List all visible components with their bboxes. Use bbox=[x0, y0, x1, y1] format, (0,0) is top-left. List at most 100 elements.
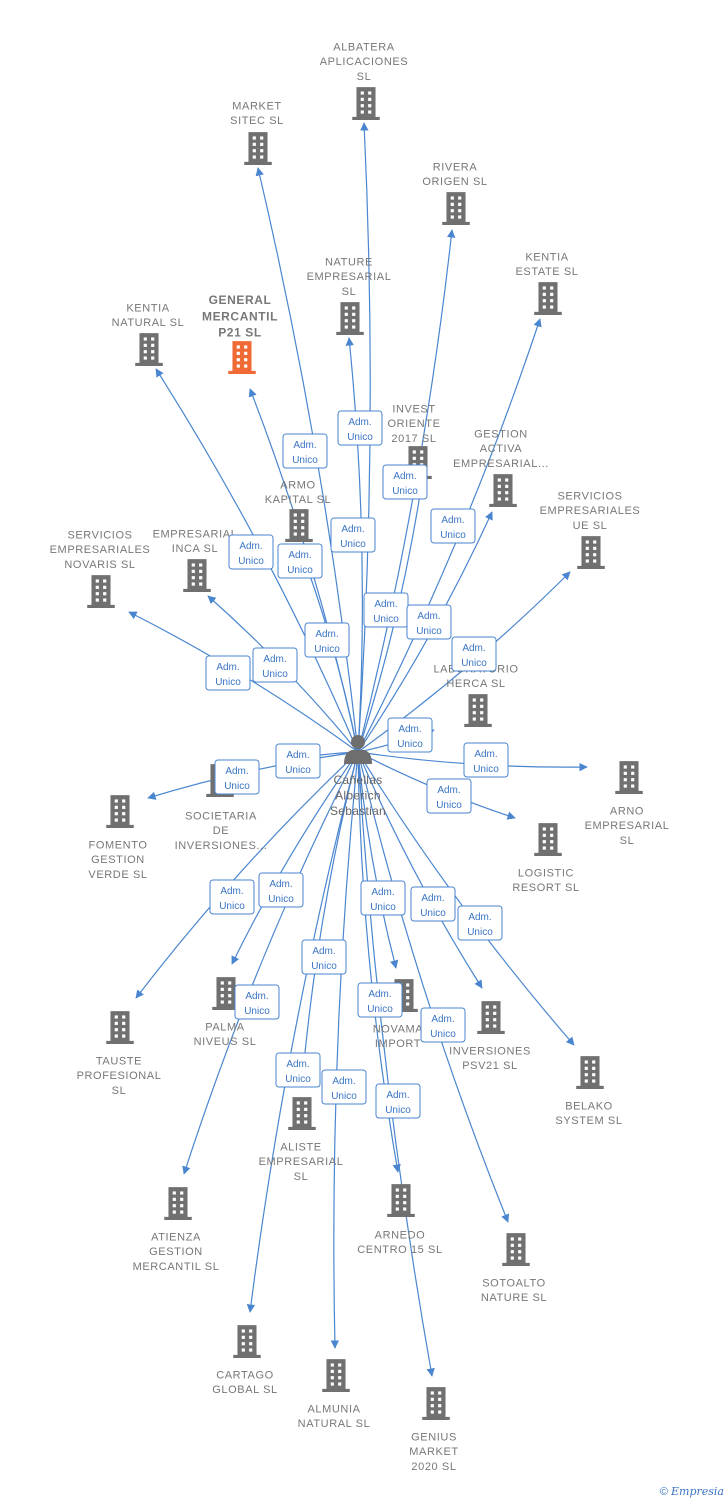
svg-text:Adm.: Adm. bbox=[341, 524, 364, 535]
svg-text:Adm.: Adm. bbox=[245, 991, 268, 1002]
edge-belako bbox=[357, 751, 575, 1046]
role-badge[interactable]: Adm.Unico bbox=[205, 655, 251, 691]
role-badge[interactable]: Adm.Unico bbox=[363, 592, 409, 628]
role-badge[interactable]: Adm.Unico bbox=[430, 508, 476, 544]
empresia-logo[interactable]: Empresia bbox=[671, 1485, 724, 1498]
role-badge[interactable]: Adm. Unico bbox=[330, 517, 376, 553]
role-badge[interactable]: Adm.Unico bbox=[426, 778, 472, 814]
role-badge[interactable]: Adm.Unico bbox=[321, 1069, 367, 1105]
edge-novama bbox=[357, 751, 399, 969]
svg-text:Unico: Unico bbox=[331, 1091, 357, 1102]
role-badge[interactable]: Adm.Unico bbox=[410, 886, 456, 922]
role-badge[interactable]: Adm.Unico bbox=[228, 534, 274, 570]
role-badge[interactable]: Adm.Unico bbox=[360, 880, 406, 916]
svg-text:Adm.: Adm. bbox=[431, 1014, 454, 1025]
building-icon bbox=[422, 1387, 450, 1420]
role-badge[interactable]: Adm. Unico bbox=[420, 1007, 466, 1043]
svg-text:Unico: Unico bbox=[238, 556, 264, 567]
role-badge[interactable]: Adm.Unico bbox=[387, 717, 433, 753]
building-icon bbox=[106, 795, 134, 828]
role-badge[interactable]: Adm.Unico bbox=[375, 1083, 421, 1119]
svg-text:Adm.: Adm. bbox=[286, 750, 309, 761]
role-badge[interactable]: Adm.Unico bbox=[337, 410, 383, 446]
role-badge[interactable]: Adm.Unico bbox=[457, 905, 503, 941]
svg-text:Unico: Unico bbox=[340, 539, 366, 550]
company-node-herca[interactable]: LABORATORIOHERCA SL bbox=[433, 663, 518, 727]
svg-text:Unico: Unico bbox=[430, 1029, 456, 1040]
role-badge[interactable]: Adm.Unico bbox=[382, 464, 428, 500]
svg-text:Unico: Unico bbox=[292, 455, 318, 466]
role-badge[interactable]: Adm.Unico bbox=[275, 1052, 321, 1088]
role-badge[interactable]: Adm.Unico bbox=[357, 982, 403, 1018]
building-icon bbox=[577, 536, 605, 569]
role-badge[interactable]: Adm.Unico bbox=[301, 939, 347, 975]
role-badge[interactable]: Adm.Unico bbox=[234, 984, 280, 1020]
role-badge[interactable]: Adm.Unico bbox=[406, 604, 452, 640]
role-badge[interactable]: Adm.Unico bbox=[214, 759, 260, 795]
edge-tauste bbox=[135, 751, 359, 999]
edge-almunia bbox=[330, 751, 359, 1349]
role-badge[interactable]: Adm.Unico bbox=[209, 879, 255, 915]
svg-text:Unico: Unico bbox=[219, 901, 245, 912]
copyright-notice: © Empresia bbox=[660, 1485, 724, 1498]
role-badge[interactable]: Adm.Unico bbox=[282, 433, 328, 469]
building-icon bbox=[164, 1187, 192, 1220]
building-icon bbox=[352, 87, 380, 120]
role-badge[interactable]: Adm.Unico bbox=[304, 622, 350, 658]
svg-text:Unico: Unico bbox=[347, 432, 373, 443]
svg-text:Unico: Unico bbox=[373, 614, 399, 625]
building-icon bbox=[106, 1011, 134, 1044]
svg-text:Unico: Unico bbox=[314, 644, 340, 655]
role-badge[interactable]: Adm.Unico bbox=[275, 743, 321, 779]
building-icon bbox=[87, 575, 115, 608]
role-badge[interactable]: Adm.Unico bbox=[451, 636, 497, 672]
role-badge[interactable]: Adm.Unico bbox=[277, 543, 323, 579]
role-badge[interactable]: Adm.Unico bbox=[258, 872, 304, 908]
role-badge[interactable]: Adm.Unico bbox=[252, 647, 298, 683]
edge-inversiones-psv21 bbox=[357, 751, 483, 989]
role-badge[interactable]: Adm.Unico bbox=[463, 742, 509, 778]
